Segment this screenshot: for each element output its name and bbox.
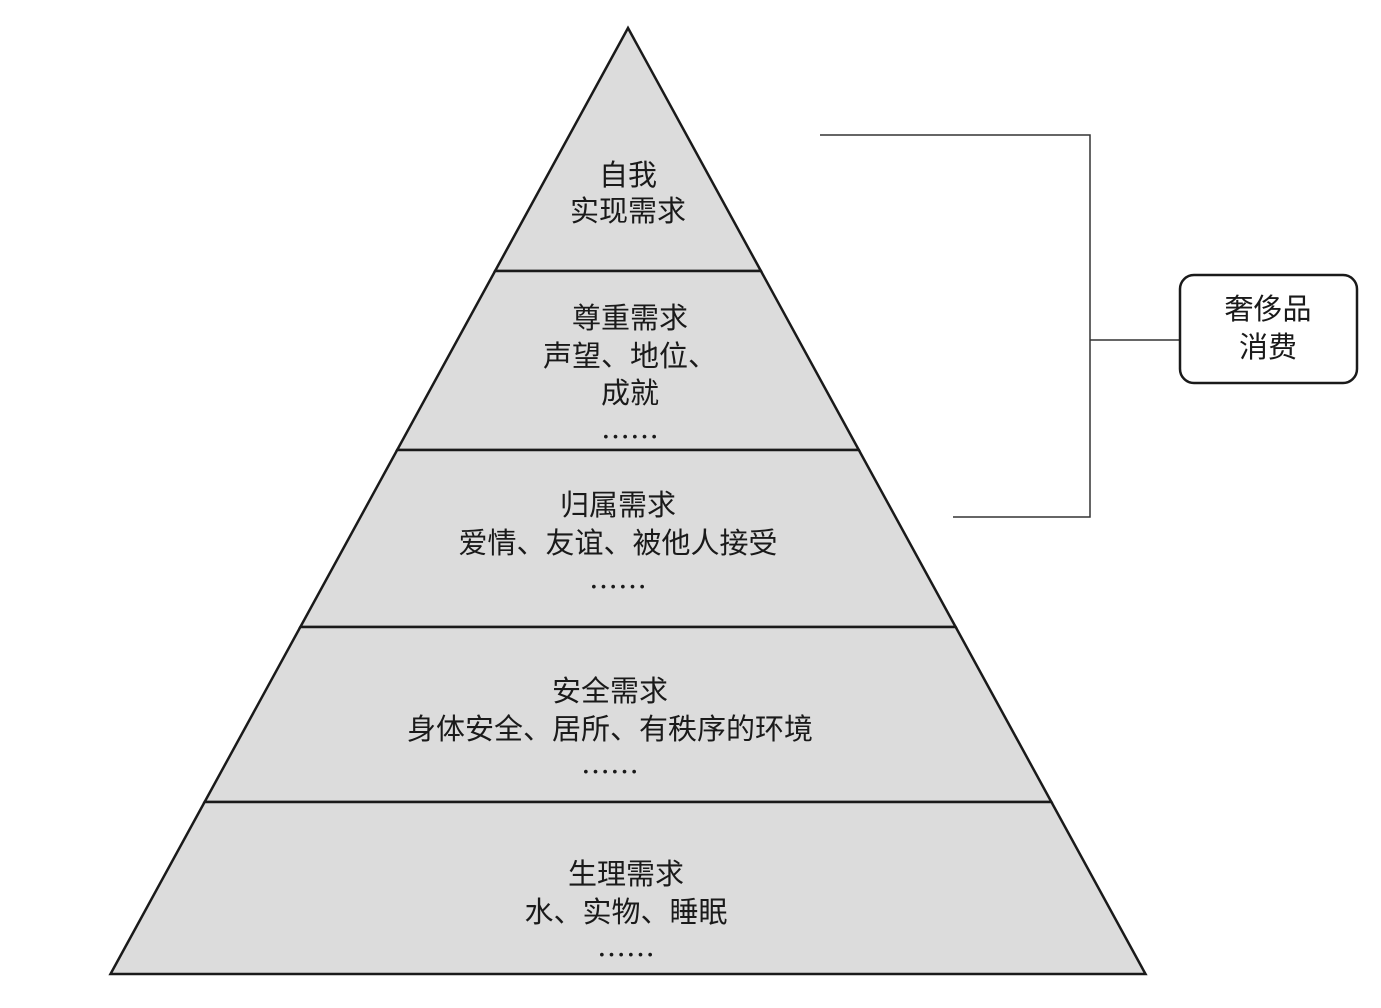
tier-self-actualization-line-2: 实现需求 [570, 194, 686, 228]
tier-esteem-line-4: …… [601, 411, 659, 445]
tier-self-actualization [492, 25, 764, 273]
tier-physiological-line-1: 生理需求 [568, 857, 684, 891]
tier-self-actualization-line-1: 自我 [599, 158, 657, 192]
luxury-consumption-bracket [820, 134, 1180, 518]
bracket-line [820, 134, 1091, 518]
tier-belonging-line-3: …… [589, 561, 647, 595]
pyramid-tiers [108, 25, 1148, 976]
pyramid-tier-labels: 自我实现需求尊重需求声望、地位、成就……归属需求爱情、友谊、被他人接受……安全需… [407, 158, 813, 963]
tier-physiological-line-3: …… [597, 929, 655, 963]
callout-line-1: 奢侈品 [1224, 292, 1311, 326]
tier-safety-line-1: 安全需求 [552, 674, 668, 708]
tier-belonging-line-1: 归属需求 [560, 488, 676, 522]
tier-esteem-line-1: 尊重需求 [572, 301, 688, 335]
tier-esteem-line-2: 声望、地位、 [543, 339, 717, 373]
callout-box [1178, 273, 1359, 385]
tier-physiological [108, 800, 1148, 976]
tier-belonging-line-2: 爱情、友谊、被他人接受 [458, 526, 777, 560]
luxury-consumption-callout: 奢侈品 消费 [1178, 273, 1359, 385]
tier-esteem-line-3: 成就 [601, 376, 659, 410]
callout-line-2: 消费 [1239, 330, 1297, 364]
tier-physiological-line-2: 水、实物、睡眠 [524, 895, 727, 929]
tier-safety-line-2: 身体安全、居所、有秩序的环境 [407, 712, 813, 746]
tier-safety-line-3: …… [581, 746, 639, 780]
